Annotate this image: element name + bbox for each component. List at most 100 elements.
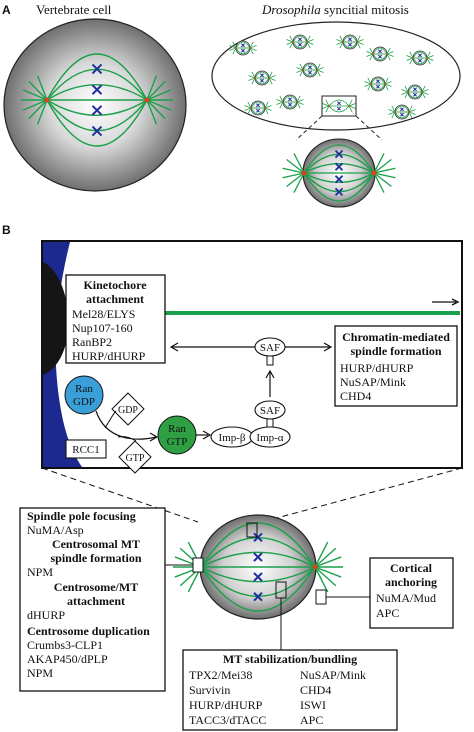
chromatin-item: NuSAP/Mink [340, 375, 406, 389]
chromosome [348, 42, 352, 47]
astral-ray [146, 89, 172, 101]
astral-ray [146, 75, 158, 101]
centrosome [407, 91, 409, 93]
panel-b-label: B [2, 223, 11, 237]
astral-ray [36, 99, 48, 125]
chromosome [400, 107, 404, 112]
arrow-to-chromatin-head [323, 342, 333, 352]
svg-text:Ran: Ran [168, 423, 186, 435]
astral-ray [322, 103, 330, 107]
astral-ray [367, 77, 372, 85]
pole-focusing-item: NuMA/Asp [27, 523, 84, 537]
ran-gtp: Ran GTP [157, 415, 197, 455]
spindle-fibre [303, 172, 375, 202]
vertebrate-cell-body [3, 18, 187, 192]
mitotic-spindle-bottom [173, 514, 343, 620]
astral-ray [369, 47, 374, 55]
kinetochore-item: Nup107-160 [72, 321, 133, 335]
astral-ray [314, 547, 337, 568]
spindle-fibre [254, 71, 270, 79]
astral-ray [391, 105, 396, 113]
astral-ray [251, 77, 256, 85]
astral-ray [373, 167, 396, 174]
bottom-spindle-mts [173, 522, 343, 612]
astral-ray [336, 39, 344, 43]
astral-ray [421, 91, 429, 95]
centrosome [371, 170, 377, 176]
zoom-line-b-left [41, 467, 199, 523]
chromosome [260, 73, 264, 78]
duplication-item: NPM [27, 666, 53, 680]
chromosome [334, 187, 344, 197]
pole-focusing-title: Spindle pole focusing [27, 509, 136, 523]
astral-ray [314, 566, 329, 593]
centrosome [302, 69, 304, 71]
mini-spindle [229, 40, 257, 56]
astral-ray [28, 99, 48, 120]
ran-exchange-arrowhead [149, 432, 159, 442]
chromosome [298, 37, 302, 42]
spindle-fibre [412, 57, 428, 65]
saf-free: SAF [254, 337, 286, 366]
spindle-fibre [200, 551, 316, 568]
mini-spindle [401, 84, 429, 100]
chromosome [334, 149, 344, 159]
drosophila-zoom-spindle [282, 138, 396, 208]
chromosome [256, 108, 260, 113]
astral-ray [384, 83, 392, 87]
astral-ray [289, 35, 294, 43]
astral-ray [306, 41, 314, 45]
astral-ray [409, 57, 414, 65]
spindle-fibre [328, 99, 350, 107]
attachment-item: dHURP [27, 608, 65, 622]
importin-alpha-label: Imp-α [256, 432, 283, 444]
chromosome [91, 63, 103, 75]
mt-col2-item: CHD4 [300, 683, 331, 697]
centrosome [408, 111, 410, 113]
kinetochore-region [43, 262, 69, 375]
centrosome [316, 69, 318, 71]
spindle-fibre [303, 172, 375, 183]
spindle-fibre [328, 105, 350, 113]
astral-ray [356, 41, 364, 45]
saf-importin-complex: SAF Imp-β Imp-α [210, 400, 291, 448]
spindle-fibre [302, 63, 318, 71]
zoom-box-spindle [322, 99, 356, 113]
centrosome [301, 170, 307, 176]
astral-ray [249, 47, 254, 55]
spindle-fibre [46, 84, 148, 101]
astral-ray [306, 39, 314, 43]
arrow-rangtp-import-head [202, 430, 212, 440]
spindle-fibre [200, 522, 316, 568]
spindle-fibre [372, 47, 388, 55]
centrosome [348, 105, 350, 107]
zoom-line-b-right [261, 467, 463, 523]
astral-ray [348, 103, 356, 107]
spindle-fibre [407, 85, 423, 93]
astral-ray [421, 89, 429, 93]
centrosome [264, 107, 266, 109]
spindle-fibre [46, 99, 148, 116]
chromosome [400, 112, 404, 117]
centrosome [342, 41, 344, 43]
astral-ray [384, 77, 389, 85]
attachment-title-2: attachment [67, 594, 125, 608]
centrosomal-item: NPM [27, 565, 53, 579]
astral-ray [408, 111, 413, 119]
vertebrate-cell [3, 18, 187, 192]
svg-text:GDP: GDP [118, 405, 138, 416]
spindle-fibre [303, 163, 375, 174]
astral-ray [366, 51, 374, 55]
astral-ray [391, 111, 396, 119]
spindle-fibre [412, 51, 428, 59]
mt-col2-item: APC [300, 713, 323, 727]
astral-ray [146, 99, 158, 125]
astral-ray [421, 85, 426, 93]
astral-ray [386, 51, 394, 55]
spindle-fibre [282, 101, 298, 109]
centrosome [412, 57, 414, 59]
astral-ray [28, 80, 48, 101]
astral-ray [316, 67, 324, 71]
astral-ray [348, 105, 353, 113]
drosophila-title-suffix: syncitial mitosis [321, 2, 409, 17]
